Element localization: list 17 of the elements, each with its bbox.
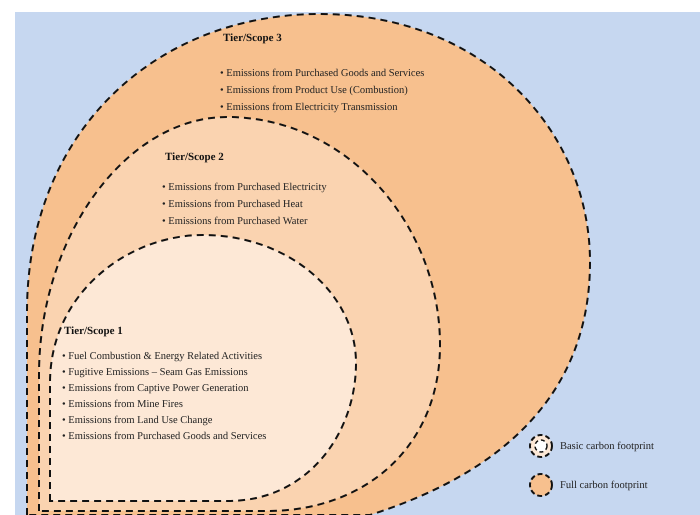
emission-item: • Emissions from Electricity Transmission bbox=[220, 101, 399, 115]
emission-item: • Emissions from Purchased Goods and Services bbox=[62, 430, 266, 444]
emission-item: • Emissions from Mine Fires bbox=[62, 398, 184, 412]
emission-item: • Emissions from Land Use Change bbox=[62, 414, 214, 428]
scope-heading: Tier/Scope 1 bbox=[64, 325, 123, 337]
emission-item: • Emissions from Product Use (Combustion) bbox=[220, 84, 409, 98]
emission-item: • Emissions from Purchased Electricity bbox=[162, 181, 327, 195]
scope-heading: Tier/Scope 3 bbox=[223, 32, 282, 44]
emission-item: • Emissions from Purchased Heat bbox=[162, 198, 304, 212]
scope-heading: Tier/Scope 2 bbox=[165, 151, 224, 163]
legend-label: Basic carbon footprint bbox=[560, 440, 654, 452]
emission-item: • Emissions from Purchased Goods and Services bbox=[220, 67, 424, 81]
emission-item: • Fuel Combustion & Energy Related Activities bbox=[62, 350, 264, 364]
legend-label: Full carbon footprint bbox=[560, 480, 648, 490]
emission-item: • Fugitive Emissions – Seam Gas Emissions bbox=[62, 366, 249, 380]
emission-item: • Emissions from Purchased Water bbox=[162, 215, 309, 229]
emission-item: • Emissions from Captive Power Generation bbox=[62, 382, 250, 396]
